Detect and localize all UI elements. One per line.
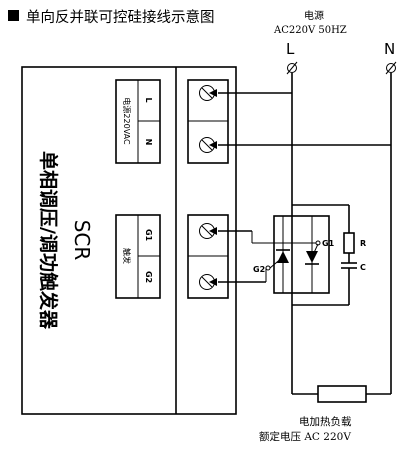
arrow-n xyxy=(209,141,217,149)
module-subtitle: 单相调压/调功触发器 xyxy=(37,151,60,330)
gate-g2-terminal xyxy=(265,265,271,271)
terminal-n-label: N xyxy=(384,40,395,58)
capacitor-label: C xyxy=(360,263,366,272)
power-source-label: 电源 xyxy=(304,9,324,22)
module-name-group: SCR xyxy=(70,220,94,261)
diagram-title: 单向反并联可控硅接线示意图 xyxy=(26,8,215,26)
gate-g2-label: G2 xyxy=(253,265,265,274)
trigger-terminal-caption: 触发 xyxy=(122,248,132,264)
terminal-l-symbol xyxy=(286,61,298,75)
load-symbol xyxy=(317,385,367,403)
arrow-g2 xyxy=(209,278,217,286)
terminal-l-label: L xyxy=(286,40,295,58)
scr-left-symbol xyxy=(276,216,290,293)
module-name: SCR xyxy=(70,220,94,261)
arrow-g1 xyxy=(209,227,217,235)
terminal-3-label: G1 xyxy=(144,229,153,242)
trigger-terminal-caption-group: 触发 xyxy=(122,248,132,264)
title-square-bullet xyxy=(8,10,19,21)
power-terminal-caption-group: 电源220VAC xyxy=(122,97,132,145)
power-source-spec: AC220V 50HZ xyxy=(273,25,347,36)
load-label: 电加热负载 xyxy=(299,415,352,428)
arrow-l xyxy=(209,89,217,97)
module-box xyxy=(21,66,237,415)
scr-box xyxy=(273,215,330,294)
resistor-label: R xyxy=(360,239,366,248)
terminal-1-label: L xyxy=(144,97,153,102)
terminal-n-symbol xyxy=(385,61,397,75)
gate-g1-label: G1 xyxy=(322,239,335,248)
terminal-2-label: N xyxy=(144,139,153,146)
load-rating: 额定电压 AC 220V xyxy=(259,430,351,443)
scr-right-symbol xyxy=(305,216,319,293)
terminal-4-label: G2 xyxy=(144,271,153,283)
module-subtitle-group: 单相调压/调功触发器 xyxy=(37,151,60,330)
resistor-symbol xyxy=(343,232,355,254)
power-terminal-caption: 电源220VAC xyxy=(122,97,132,145)
